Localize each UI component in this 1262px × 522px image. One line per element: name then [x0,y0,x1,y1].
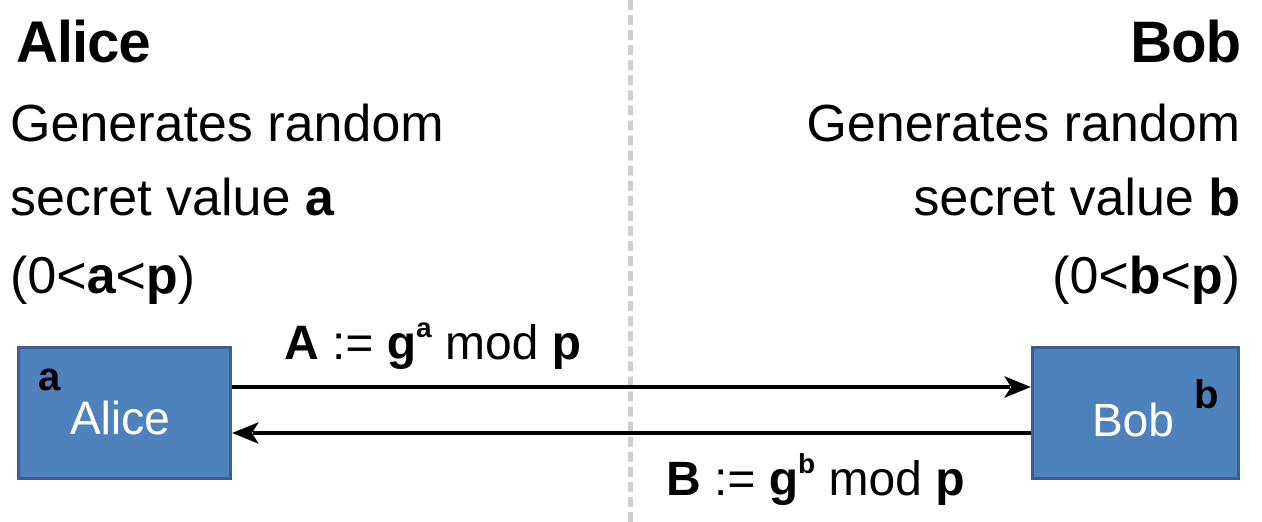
bob-range-var: b [1128,247,1161,305]
bob-range-lt: < [1160,247,1191,305]
alice-secret-var: a [304,169,334,227]
alice-line-2: secret value a [10,172,334,224]
bob-secret-var: b [1208,169,1240,227]
alice-box: a Alice [17,346,232,480]
alice-line-1: Generates random [10,95,444,153]
alice-box-secret: a [38,355,61,399]
message-a-var: A [284,317,319,370]
message-b-p: p [935,453,965,506]
alice-line-2-prefix: secret value [10,169,305,227]
message-a-assign: := [318,317,387,370]
alice-heading: Alice [16,10,151,75]
bob-box-label: Bob [1092,394,1174,446]
message-b-exponent: b [798,448,816,479]
message-a-label: A := ga mod p [284,314,581,370]
message-a-exponent: a [416,312,432,343]
alice-range-open: (0< [10,247,87,305]
bob-range: (0<b<p) [1052,250,1240,302]
arrow-bob-to-alice [232,422,1031,444]
bob-range-open: (0< [1052,247,1129,305]
message-b-assign: := [700,453,769,506]
bob-range-p: p [1190,247,1223,305]
alice-range-lt: < [115,247,146,305]
message-b-var: B [666,453,701,506]
message-b-base: g [768,453,799,506]
alice-range-var: a [86,247,116,305]
alice-range-p: p [145,247,178,305]
message-a-mod: mod [431,317,552,370]
alice-range: (0<a<p) [10,250,195,302]
bob-range-close: ) [1222,247,1240,305]
bob-line-2: secret value b [913,172,1240,224]
bob-heading: Bob [1130,10,1241,75]
message-b-label: B := gb mod p [666,450,965,506]
alice-range-close: ) [177,247,195,305]
bob-box-secret: b [1194,373,1219,417]
bob-box: Bob b [1031,346,1240,480]
message-b-mod: mod [815,453,936,506]
alice-box-label: Alice [70,392,170,444]
center-divider [628,0,633,522]
bob-line-2-prefix: secret value [913,169,1209,227]
message-a-base: g [386,317,417,370]
bob-line-1: Generates random [806,95,1240,153]
arrow-alice-to-bob [232,376,1031,398]
message-a-p: p [551,317,581,370]
